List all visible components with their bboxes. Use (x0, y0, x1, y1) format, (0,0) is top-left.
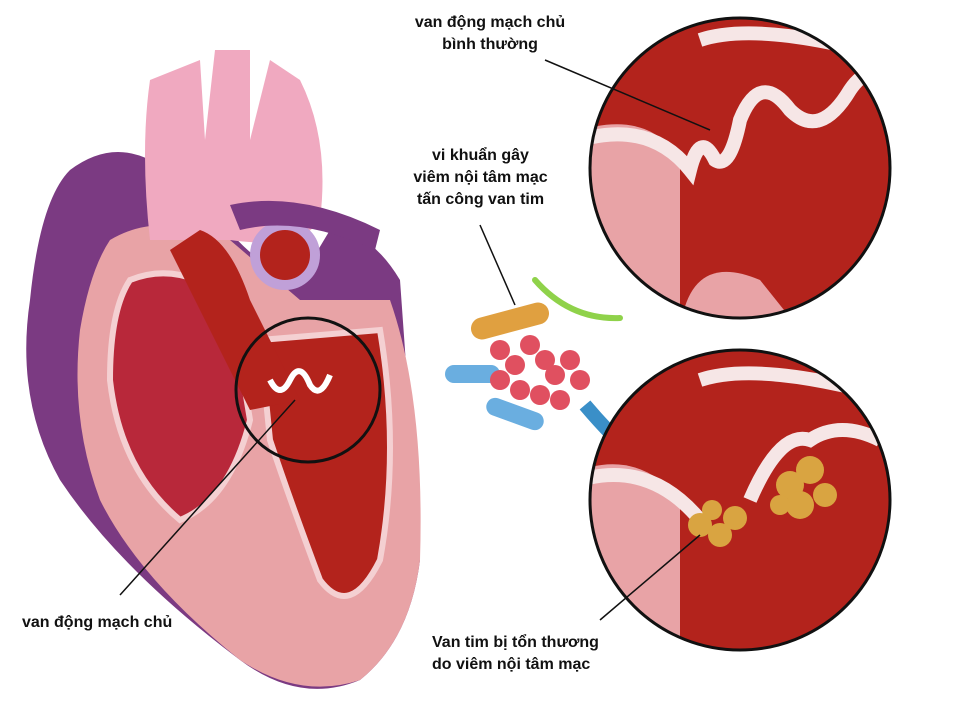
label-normal-valve: van động mạch chủ bình thường (395, 12, 585, 56)
label-bacteria: vi khuẩn gây viêm nội tâm mạc tấn công v… (378, 145, 583, 211)
heart-illustration (26, 50, 421, 689)
label-line: Van tim bị tổn thương (432, 634, 599, 651)
label-line: do viêm nội tâm mạc (432, 656, 591, 673)
normal-valve-zoom (588, 16, 892, 320)
bacteria-cluster (445, 277, 623, 431)
label-line: vi khuẩn gây (432, 147, 529, 164)
label-damaged-valve: Van tim bị tổn thương do viêm nội tâm mạ… (432, 632, 599, 676)
label-line: tấn công van tim (416, 191, 545, 208)
damaged-valve-zoom (588, 348, 892, 652)
label-line: bình thường (442, 36, 538, 53)
label-line: van động mạch chủ (414, 14, 566, 31)
label-aortic-valve: van động mạch chủ (22, 614, 173, 631)
label-line: viêm nội tâm mạc (413, 169, 548, 186)
pointer-lines (119, 59, 711, 621)
